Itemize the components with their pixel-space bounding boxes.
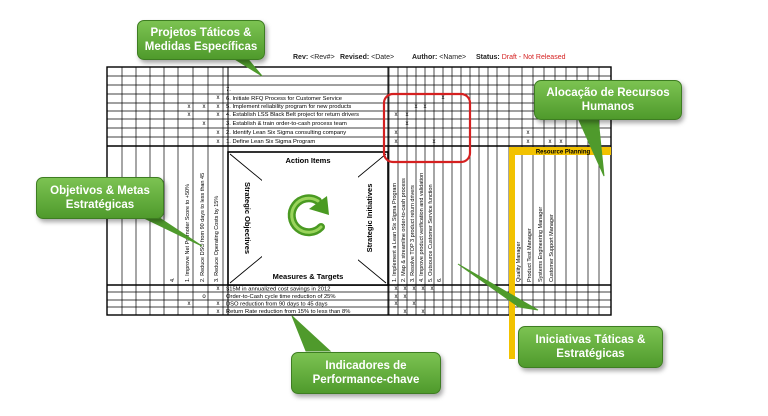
resource-role-1: Quality Manager	[516, 241, 522, 282]
mark-25: x	[188, 301, 191, 307]
mark-34: x	[404, 294, 407, 300]
mark-14: x	[406, 112, 409, 118]
initiative-5: 5. Outsource Customer Service function	[428, 184, 434, 282]
tactical-project-7: 1. Define Lean Six Sigma Program	[226, 139, 315, 145]
initiative-1: 1. Implement a Lean Six Sigma Program	[392, 183, 398, 282]
initiative-3: 3. Resolve TOP 3 product return drivers	[410, 185, 416, 282]
mark-37: x	[404, 309, 407, 315]
highlight-box	[382, 92, 472, 164]
measure-2: Order-to-Cash cycle time reduction of 25…	[226, 294, 336, 300]
mark-9: x	[217, 139, 220, 145]
mark-7: x	[203, 121, 206, 127]
rev-field: Rev: <Rev#>	[293, 54, 335, 61]
mark-20: x	[527, 139, 530, 145]
mark-22: x	[560, 139, 563, 145]
resource-role-3: Systems Engineering Manager	[538, 207, 544, 282]
mark-21: x	[549, 139, 552, 145]
measure-1: $15M in annualized cost savings in 2012	[226, 287, 330, 293]
mark-32: x	[431, 286, 434, 292]
mark-12: x	[424, 104, 427, 110]
mark-33: x	[395, 294, 398, 300]
cycle-arrow-icon	[287, 194, 329, 237]
mark-38: x	[422, 309, 425, 315]
objective-2: 2. Reduce DSO from 90 days to less than …	[200, 173, 206, 282]
mark-4: x	[217, 104, 220, 110]
mark-10: x	[442, 95, 445, 101]
resource-role-2: Product Test Manager	[527, 228, 533, 282]
mark-2: x	[188, 104, 191, 110]
author-field: Author: <Name>	[412, 54, 467, 61]
mark-11: x	[415, 104, 418, 110]
mark-18: x	[433, 139, 436, 145]
measure-4: Return Rate reduction from 15% to less t…	[226, 309, 350, 315]
mark-17: x	[395, 139, 398, 145]
mark-26: x	[217, 301, 220, 307]
tactical-project-4: 4. Establish LSS Black Belt project for …	[226, 112, 359, 118]
resource-planning-title: Resource Planning	[536, 150, 591, 156]
center-mask	[262, 171, 358, 263]
connector-iniciativas	[457, 263, 539, 311]
tactical-project-3: 5. Implement reliability program for new…	[226, 104, 351, 110]
callout-iniciativas-taticas: Iniciativas Táticas & Estratégicas	[518, 326, 663, 368]
tactical-project-1: 7.	[226, 87, 231, 93]
center-top-label: Action Items	[285, 156, 330, 165]
callout-alocacao-recursos: Alocação de Recursos Humanos	[534, 80, 682, 120]
mark-28: x	[395, 286, 398, 292]
mark-31: x	[422, 286, 425, 292]
measure-3: DSO reduction from 90 days to 45 days	[226, 302, 328, 308]
resource-planning-header	[515, 147, 611, 155]
grid-lines	[106, 66, 612, 316]
callout-connectors	[141, 57, 605, 352]
callout-projetos-taticos: Projetos Táticos & Medidas Específicas	[137, 20, 265, 60]
objective-3: 3. Reduce Operating Costs by 15%	[214, 196, 220, 282]
mark-30: x	[413, 286, 416, 292]
initiative-4: 4. Improve product verification and vali…	[419, 173, 425, 282]
tactical-projects-list: 7. 6. Initiate RFQ Process for Customer S…	[226, 87, 359, 145]
callout-objetivos-metas: Objetivos & Metas Estratégicas	[36, 177, 164, 219]
mark-36: x	[413, 301, 416, 307]
mark-13: x	[395, 112, 398, 118]
mark-27: x	[217, 309, 220, 315]
resource-planning-bar	[509, 147, 515, 359]
objective-4: 4.	[170, 277, 176, 282]
mark-5: x	[188, 112, 191, 118]
tactical-project-6: 2. Identify Lean Six Sigma consulting co…	[226, 130, 346, 136]
resource-role-4: Customer Support Manager	[549, 214, 555, 282]
center-bottom-label: Measures & Targets	[273, 272, 344, 281]
center-right-label: Strategic Initiatives	[365, 184, 374, 253]
objective-1: 1. Improve Net Promoter Score to +50%	[185, 184, 191, 282]
initiative-2: 2. Map & streamline order-to-cash proces…	[401, 178, 407, 282]
mark-15: x	[406, 121, 409, 127]
mark-23: x	[217, 286, 220, 292]
callout-indicadores-performance: Indicadores de Performance-chave	[291, 352, 441, 394]
mark-1: x	[217, 95, 220, 101]
initiative-6: 6.	[437, 277, 443, 282]
mark-24: o	[202, 294, 206, 300]
tactical-project-2: 6. Initiate RFQ Process for Customer Ser…	[226, 96, 342, 102]
revised-field: Revised: <Date>	[340, 54, 395, 61]
measures-list: $15M in annualized cost savings in 2012O…	[226, 287, 350, 316]
resource-roles-list: Quality Manager Product Test Manager Syste…	[516, 207, 555, 282]
mark-35: x	[395, 301, 398, 307]
mark-8: x	[217, 130, 220, 136]
center-left-label: Strategic Objectives	[243, 182, 252, 254]
strategic-objectives-list: 1. Improve Net Promoter Score to +50% 2. …	[170, 173, 220, 282]
connector-indicadores	[291, 315, 332, 352]
mark-29: x	[404, 286, 407, 292]
mark-6: x	[217, 112, 220, 118]
mark-16: x	[395, 130, 398, 136]
mark-3: x	[203, 104, 206, 110]
mark-19: x	[527, 130, 530, 136]
status-field: Status: Draft - Not Released	[476, 54, 566, 61]
tactical-project-5: 3. Establish & train order-to-cash proce…	[226, 121, 347, 127]
